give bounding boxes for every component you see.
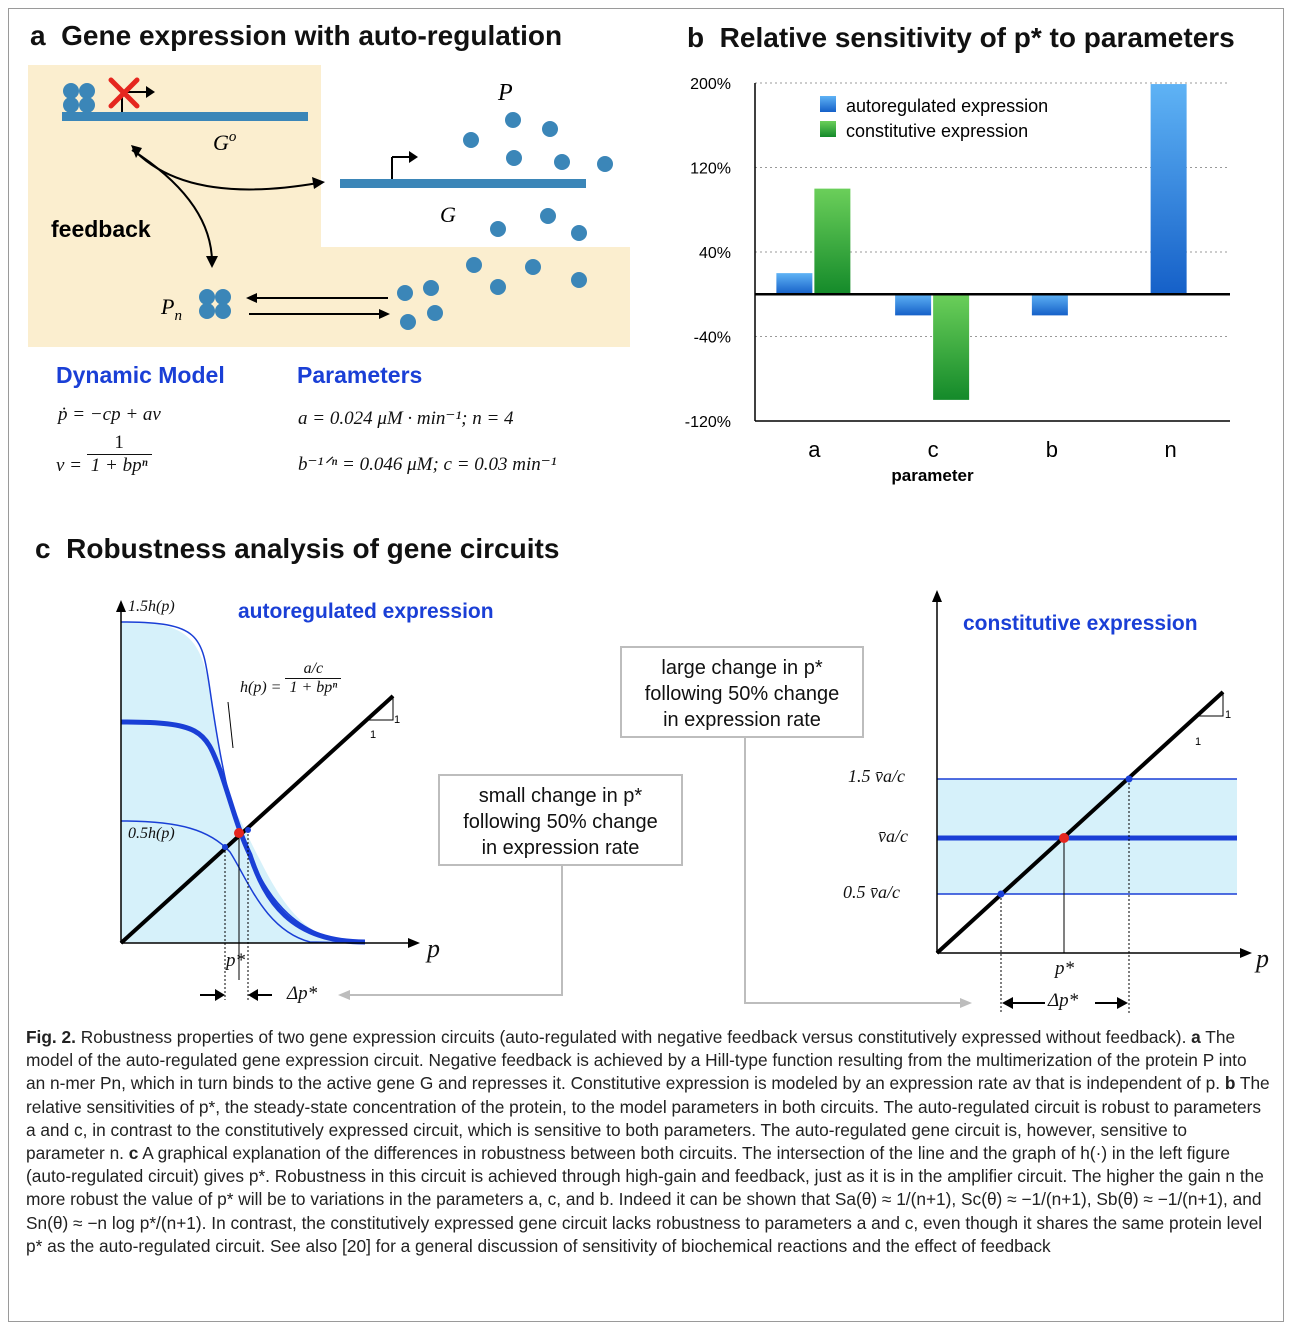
dynamic-model-heading: Dynamic Model bbox=[56, 362, 225, 388]
x-axis-label: parameter bbox=[891, 466, 974, 485]
legend-swatch bbox=[820, 121, 836, 137]
constitutive-plot: 1 1 bbox=[932, 590, 1252, 1013]
x-tick-label: a bbox=[808, 437, 821, 462]
panel-a-title: a Gene expression with auto-regulation bbox=[30, 20, 563, 51]
label-0-5h: 0.5h(p) bbox=[128, 825, 175, 842]
feedback-arrowheads bbox=[131, 145, 325, 268]
label-Pn: Pn bbox=[160, 294, 182, 324]
bar-autoregulated-a bbox=[776, 273, 813, 295]
identity-line bbox=[935, 690, 1225, 955]
autoregulated-title: autoregulated expression bbox=[238, 600, 494, 623]
x-tick-label: b bbox=[1046, 437, 1058, 462]
callout-connectors bbox=[338, 738, 972, 1008]
label-va: v̄a/c bbox=[878, 826, 908, 846]
y-tick-label: -120% bbox=[685, 414, 731, 431]
x-tick-label: n bbox=[1165, 437, 1177, 462]
protein-dots bbox=[397, 112, 613, 330]
label-1-5h: 1.5h(p) bbox=[128, 598, 175, 615]
bar-autoregulated-b bbox=[1031, 294, 1068, 316]
cross-icon bbox=[108, 77, 140, 109]
lower-curve-0-5h bbox=[120, 820, 361, 944]
autoregulated-plot: 1 1 bbox=[116, 600, 420, 1001]
pstar-right: p* bbox=[1055, 958, 1074, 979]
bar-autoregulated-n bbox=[1150, 84, 1187, 295]
figure-caption: Fig. 2. Robustness properties of two gen… bbox=[26, 1027, 1270, 1256]
equilibrium-arrows bbox=[246, 293, 390, 319]
slope-triangle bbox=[368, 696, 394, 721]
h-curve bbox=[120, 719, 366, 945]
delta-pstar-right: Δp* bbox=[1048, 990, 1079, 1011]
delta-pstar-left: Δp* bbox=[287, 983, 318, 1004]
y-tick-label: 120% bbox=[690, 161, 731, 178]
legend-swatch bbox=[820, 96, 836, 112]
label-1-5va: 1.5 v̄a/c bbox=[848, 766, 905, 786]
figure-frame bbox=[8, 8, 1284, 1322]
feedback-label: feedback bbox=[51, 216, 151, 242]
label-05va: 0.5 v̄a/c bbox=[843, 882, 900, 902]
svg-text:1: 1 bbox=[370, 729, 376, 741]
multimer-free bbox=[199, 289, 231, 319]
axes bbox=[936, 600, 1242, 954]
band-fill bbox=[121, 622, 360, 943]
axis-p-right: p bbox=[1256, 944, 1269, 973]
parameters-heading: Parameters bbox=[297, 362, 423, 388]
svg-text:1: 1 bbox=[1225, 709, 1231, 721]
y-tick-label: 40% bbox=[699, 245, 731, 262]
identity-line bbox=[119, 694, 395, 945]
delta-arrows bbox=[1002, 997, 1128, 1009]
h-definition: h(p) = a/c 1 + bpⁿ bbox=[240, 660, 342, 697]
bar-constitutive-c bbox=[933, 294, 970, 400]
feedback-arrows bbox=[131, 149, 319, 261]
constitutive-title: constitutive expression bbox=[963, 612, 1198, 635]
caption-fig-label: Fig. 2. bbox=[26, 1027, 76, 1047]
bar-autoregulated-c bbox=[895, 294, 932, 316]
sensitivity-bar-chart: 200% 120% 40% -40% -120% a c b n parameter autore… bbox=[685, 76, 1230, 485]
label-G: G bbox=[440, 202, 456, 227]
bar-constitutive-a bbox=[814, 188, 851, 295]
panel-b-title: b Relative sensitivity of p* to paramete… bbox=[687, 22, 1235, 53]
active-promoter-icon bbox=[391, 151, 418, 179]
axes bbox=[120, 610, 410, 944]
active-gene-bar bbox=[340, 179, 586, 188]
slope-triangle bbox=[1196, 692, 1224, 717]
delta-arrows bbox=[200, 989, 272, 1001]
label-Go: Go bbox=[213, 129, 237, 155]
steady-state-point bbox=[1059, 833, 1069, 843]
pstar-left: p* bbox=[226, 950, 245, 971]
axis-p-left: p bbox=[427, 934, 440, 963]
x-tick-label: c bbox=[928, 437, 939, 462]
legend-label: autoregulated expression bbox=[846, 96, 1048, 116]
cell-background bbox=[28, 65, 630, 347]
multimer-bound bbox=[63, 83, 95, 113]
legend-label: constitutive expression bbox=[846, 121, 1028, 141]
svg-text:1: 1 bbox=[1195, 736, 1201, 748]
y-tick-label: -40% bbox=[694, 330, 731, 347]
parameters-line-1: a = 0.024 μM · min⁻¹; n = 4 bbox=[298, 408, 514, 429]
equation-pdot: ṗ = −cp + av bbox=[58, 404, 161, 425]
equation-v: v = 1 1 + bpⁿ bbox=[56, 432, 152, 477]
y-tick-label: 200% bbox=[690, 76, 731, 93]
panel-c-title: c Robustness analysis of gene circuits bbox=[35, 533, 560, 564]
label-P: P bbox=[497, 80, 513, 106]
parameters-line-2: b⁻¹ᐟⁿ = 0.046 μM; c = 0.03 min⁻¹ bbox=[298, 454, 557, 475]
repressed-gene-bar bbox=[62, 112, 308, 121]
svg-text:1: 1 bbox=[394, 714, 400, 726]
steady-state-point bbox=[234, 828, 244, 838]
panel-a-diagram: Go G P Pn feedback bbox=[28, 65, 630, 347]
